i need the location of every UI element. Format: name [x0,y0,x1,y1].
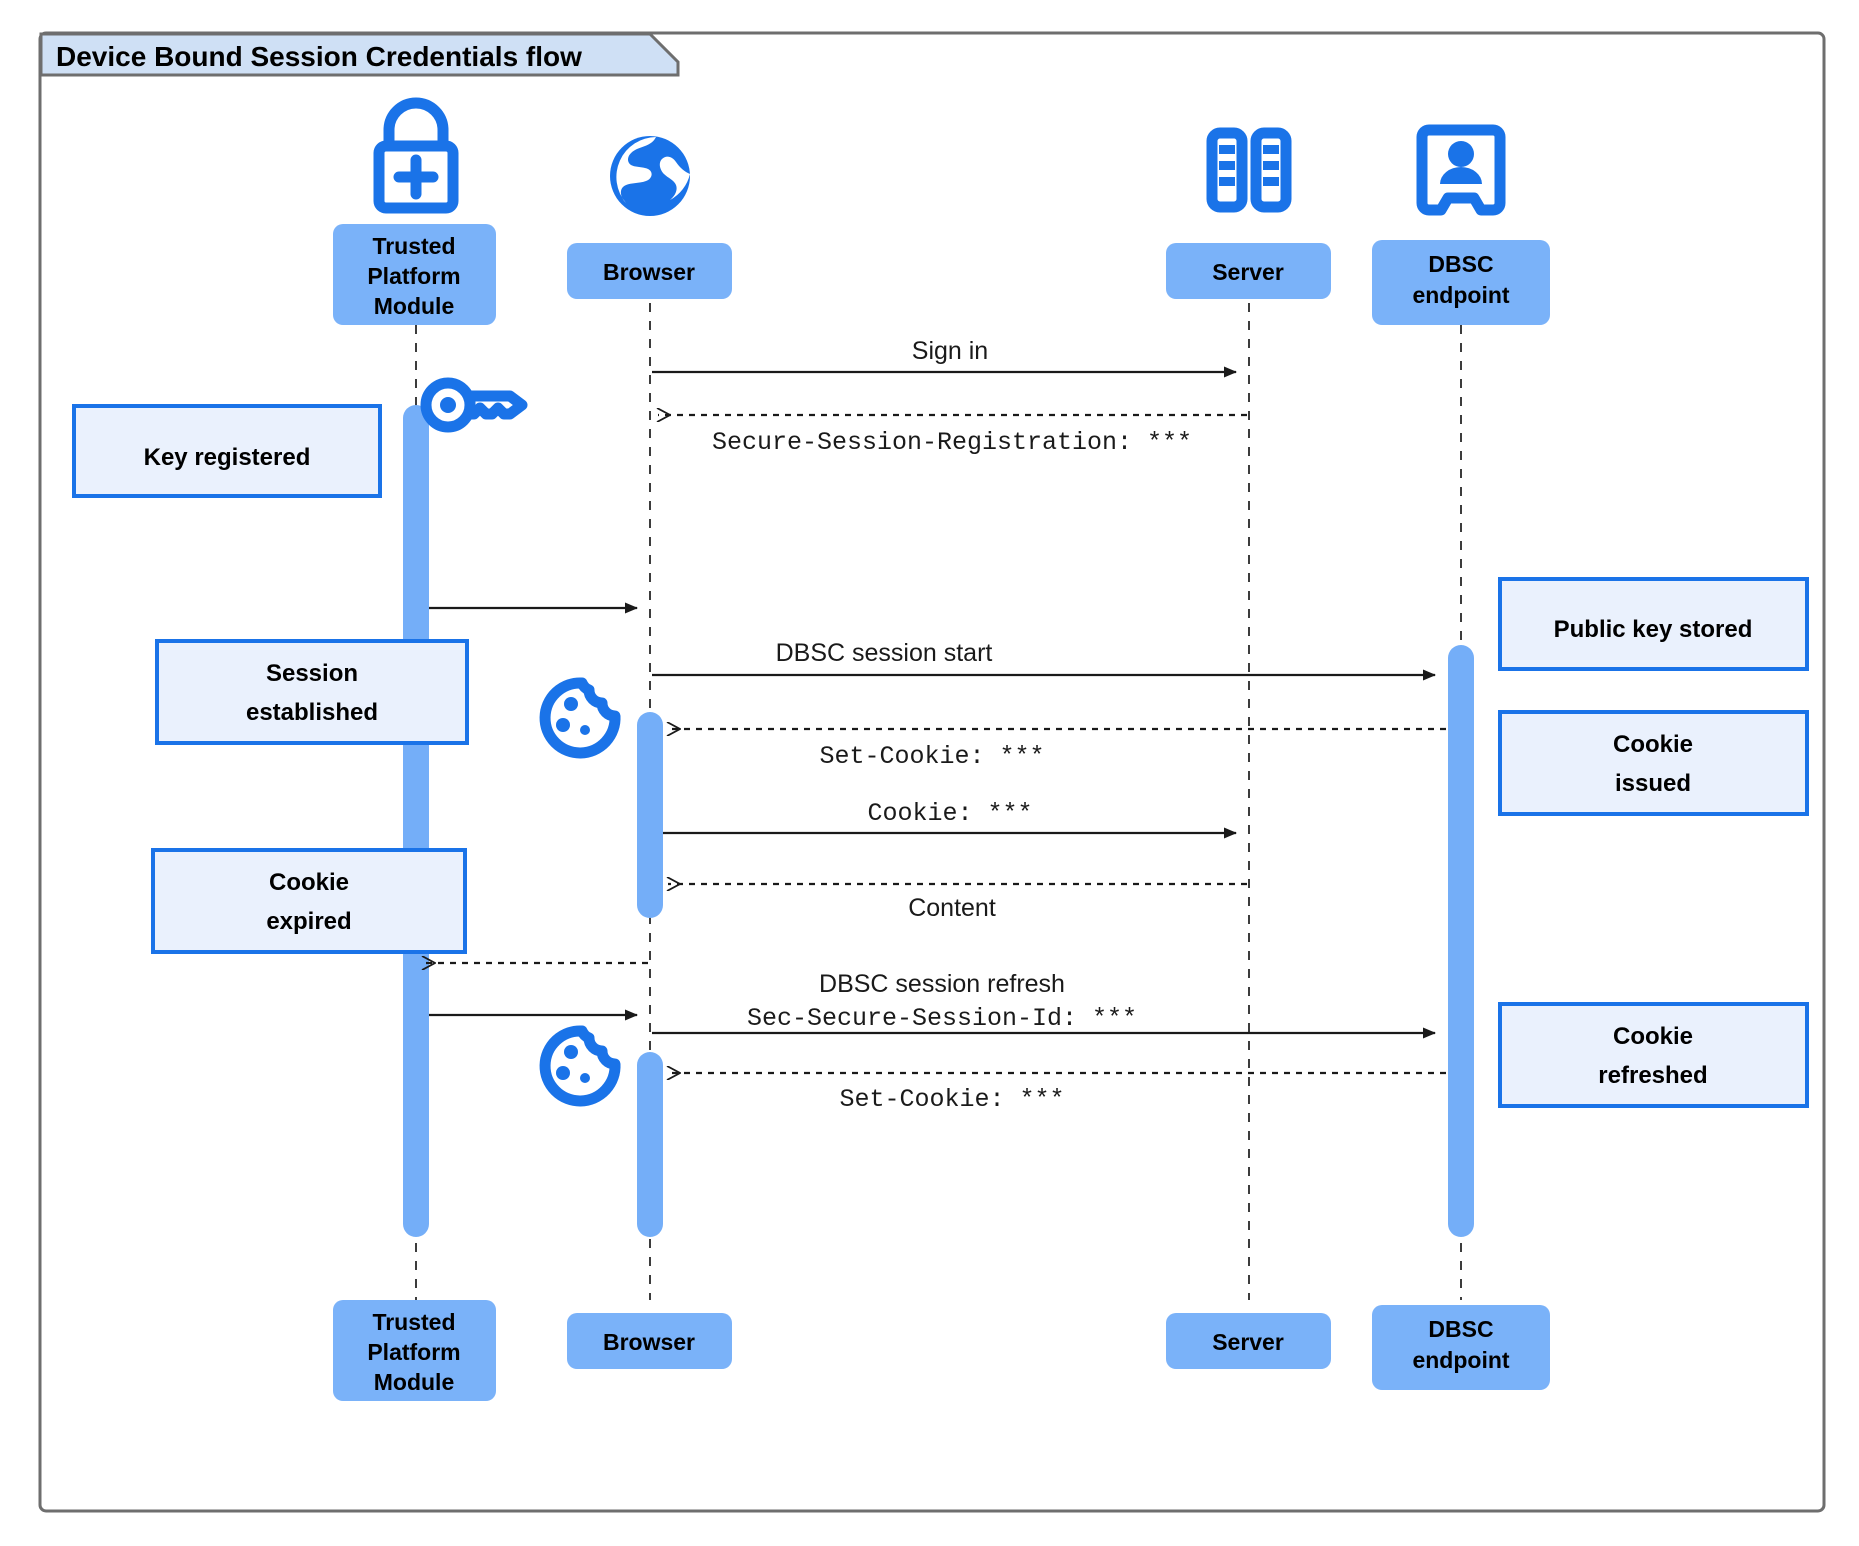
message-set-cookie-1: Set-Cookie: *** [668,729,1446,771]
participant-browser-bottom[interactable]: Browser [567,1313,732,1369]
note-cookie-refreshed: Cookie refreshed [1498,1002,1809,1108]
message-content: Content [668,884,1247,922]
note-session-established: Session established [155,639,469,745]
key-icon [420,377,528,433]
lock-plus-icon [373,97,459,214]
globe-icon [610,136,690,216]
note-public-key-stored: Public key stored [1498,577,1809,671]
participant-icons [373,97,1506,216]
note-public-key-stored-line-0: Public key stored [1554,616,1753,643]
participant-browser-top[interactable]: Browser [567,243,732,299]
participant-dbsc-top-line-0: DBSC [1428,251,1493,277]
note-key-registered-line-0: Key registered [144,444,311,471]
message-label-dbsc-session-refresh-mono: Sec-Secure-Session-Id: *** [747,1004,1137,1033]
note-cookie-issued-line-0: Cookie [1613,731,1693,758]
participant-server-top[interactable]: Server [1166,243,1331,299]
participant-tpm-top-line-2: Module [374,293,455,319]
messages: Sign in Secure-Session-Registration: ***… [423,337,1446,1114]
participant-server-bottom[interactable]: Server [1166,1313,1331,1369]
frame-title: Device Bound Session Credentials flow [56,41,582,72]
participant-tpm-top-line-1: Platform [367,263,460,289]
activation-bars [403,405,1474,1237]
note-cookie-refreshed-line-0: Cookie [1613,1023,1693,1050]
participant-server-bottom-line-0: Server [1212,1329,1284,1355]
cookie-icon [539,1025,621,1107]
activation-tpm [403,405,429,1237]
diagram-frame: Device Bound Session Credentials flow [38,31,1826,1513]
participant-dbsc-bottom-line-0: DBSC [1428,1316,1493,1342]
message-label-set-cookie-2: Set-Cookie: *** [839,1085,1064,1114]
inline-icons [420,377,621,1107]
participant-tpm-bottom-line-1: Platform [367,1339,460,1365]
message-label-set-cookie-1: Set-Cookie: *** [819,742,1044,771]
participant-headers: Trusted Platform Module Browser Server D… [333,224,1550,325]
participant-tpm-bottom-line-2: Module [374,1369,455,1395]
participant-browser-top-line-0: Browser [603,259,695,285]
participant-footers: Trusted Platform Module Browser Server D… [333,1300,1550,1401]
message-label-cookie-request: Cookie: *** [867,799,1032,828]
participant-server-top-line-0: Server [1212,259,1284,285]
participant-tpm-top[interactable]: Trusted Platform Module [333,224,496,325]
participant-dbsc-top-line-1: endpoint [1412,282,1509,308]
message-set-cookie-2: Set-Cookie: *** [668,1073,1446,1114]
participant-tpm-bottom[interactable]: Trusted Platform Module [333,1300,496,1401]
participant-browser-bottom-line-0: Browser [603,1329,695,1355]
note-cookie-refreshed-line-1: refreshed [1598,1062,1707,1089]
participant-dbsc-top[interactable]: DBSC endpoint [1372,240,1550,325]
note-session-established-line-0: Session [266,660,358,687]
message-label-secure-session-registration: Secure-Session-Registration: *** [712,428,1192,457]
message-label-dbsc-session-start: DBSC session start [776,639,993,667]
note-cookie-issued: Cookie issued [1498,710,1809,816]
participant-dbsc-bottom[interactable]: DBSC endpoint [1372,1305,1550,1390]
cookie-icon [539,677,621,759]
note-cookie-expired: Cookie expired [151,848,467,954]
message-sign-in: Sign in [652,337,1237,378]
message-label-dbsc-session-refresh-sans: DBSC session refresh [819,970,1065,998]
participant-dbsc-bottom-line-1: endpoint [1412,1347,1509,1373]
server-rack-icon [1206,127,1292,213]
note-cookie-issued-line-1: issued [1615,770,1691,797]
notes: Key registered Session established Cooki… [72,404,1809,1108]
participant-tpm-bottom-line-0: Trusted [372,1309,455,1335]
note-key-registered: Key registered [72,404,382,498]
message-dbsc-session-refresh: DBSC session refresh Sec-Secure-Session-… [652,970,1436,1039]
message-dbsc-session-start: DBSC session start [652,639,1436,681]
message-secure-session-registration: Secure-Session-Registration: *** [658,415,1247,457]
id-badge-icon [1416,124,1506,216]
activation-browser-2 [637,1052,663,1237]
message-cookie-request: Cookie: *** [663,799,1237,839]
participant-tpm-top-line-0: Trusted [372,233,455,259]
note-cookie-expired-line-0: Cookie [269,869,349,896]
message-label-content: Content [908,894,996,922]
activation-dbsc [1448,645,1474,1237]
message-label-sign-in: Sign in [912,337,988,365]
note-session-established-line-1: established [246,699,378,726]
note-cookie-expired-line-1: expired [266,908,351,935]
activation-browser-1 [637,712,663,918]
